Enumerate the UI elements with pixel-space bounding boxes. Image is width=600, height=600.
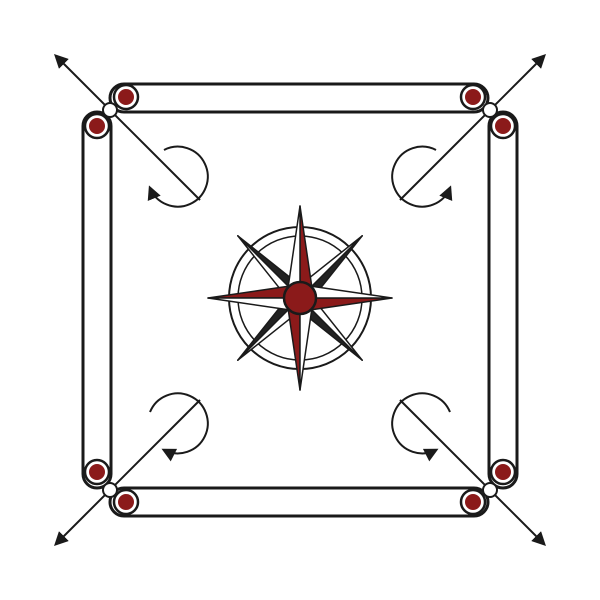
base-red-circle-left-bottom (83, 458, 111, 486)
base-red-circle-top-left (112, 83, 140, 111)
arc-arrows (147, 145, 453, 462)
base-red-circle-bottom-left (112, 488, 140, 516)
corner-arrow-bottom-right (399, 399, 546, 546)
base-line-right (487, 110, 519, 490)
arc-arrow-bottom-right (391, 392, 451, 462)
compass-rose-icon (207, 205, 393, 391)
corner-pocket-bottom-left (102, 482, 118, 498)
corner-pocket-top-right (482, 102, 498, 118)
base-line-left (81, 110, 113, 490)
base-red-circle-left-top (83, 112, 111, 140)
corner-arrow-top-right (399, 54, 546, 201)
base-red-circle-bottom-right (459, 488, 487, 516)
base-line-top (108, 82, 490, 114)
base-red-circles (83, 83, 517, 516)
corner-pocket-bottom-right (482, 482, 498, 498)
corner-arrow-top-left (54, 54, 201, 201)
corner-arrow-bottom-left (54, 399, 201, 546)
arc-arrow-top-left (147, 145, 209, 208)
base-line-bottom (108, 486, 490, 518)
corner-pocket-top-left (102, 102, 118, 118)
corner-pocket-markers (102, 102, 498, 498)
arc-arrow-top-right (391, 145, 453, 208)
corner-arrows (54, 54, 546, 546)
base-red-circle-right-top (489, 112, 517, 140)
base-red-circle-top-right (459, 83, 487, 111)
arc-arrow-bottom-left (149, 392, 209, 462)
base-red-circle-right-bottom (489, 458, 517, 486)
center-red-circle (282, 280, 318, 316)
base-lines (81, 82, 519, 518)
